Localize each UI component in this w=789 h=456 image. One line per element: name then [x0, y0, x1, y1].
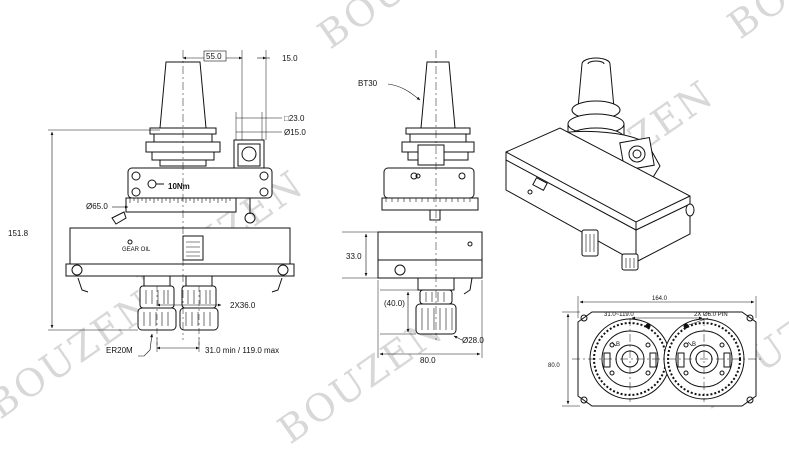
section-label-a: B: [616, 342, 620, 348]
ring-ticks: [129, 198, 231, 203]
torque-label: 10Nm: [168, 182, 190, 191]
dim-top-offset: 15.0: [282, 54, 298, 63]
watermark-text: BOUZEN: [720, 0, 789, 47]
front-view-labels: 55.0 15.0 □23.0 Ø15.0 10Nm Ø65.0 151.8 G…: [8, 50, 306, 355]
side-view: [342, 50, 483, 358]
dim-height: 151.8: [8, 229, 29, 238]
dim-range: 31.0~119.0: [604, 312, 634, 318]
isometric-view: [505, 57, 695, 271]
watermark-text: BOUZEN: [310, 0, 492, 57]
dim-diameter-shaft: Ø15.0: [284, 128, 306, 137]
bottom-view-labels: 164.0 31.0~119.0 2X Ø6.0 PIN 80.0 B B: [548, 296, 728, 369]
dim-square: □23.0: [284, 114, 305, 123]
dim-pin: 2X Ø6.0 PIN: [694, 312, 728, 318]
dim-collet-height: (40.0): [384, 299, 405, 308]
dim-top-width: 55.0: [206, 52, 222, 61]
collet-label: ER20M: [106, 346, 133, 355]
dim-total-width: 164.0: [652, 296, 668, 302]
watermark-text: BOUZEN: [0, 282, 162, 428]
dim-width: 80.0: [420, 356, 436, 365]
dim-height: 80.0: [548, 363, 560, 369]
taper-label: BT30: [358, 79, 378, 88]
plate-label: GEAR OIL: [122, 247, 151, 253]
dim-spacing: 2X36.0: [230, 301, 256, 310]
dim-collet-diameter: Ø28.0: [462, 336, 484, 345]
dim-range: 31.0 min / 119.0 max: [205, 346, 279, 355]
front-view: [48, 50, 295, 357]
side-view-labels: BT30 33.0 (40.0) Ø28.0 80.0: [346, 79, 484, 365]
bottom-view: [562, 296, 762, 407]
dim-height-lower: 33.0: [346, 252, 362, 261]
dim-diameter-ring: Ø65.0: [86, 202, 108, 211]
section-label-b: B: [692, 342, 696, 348]
